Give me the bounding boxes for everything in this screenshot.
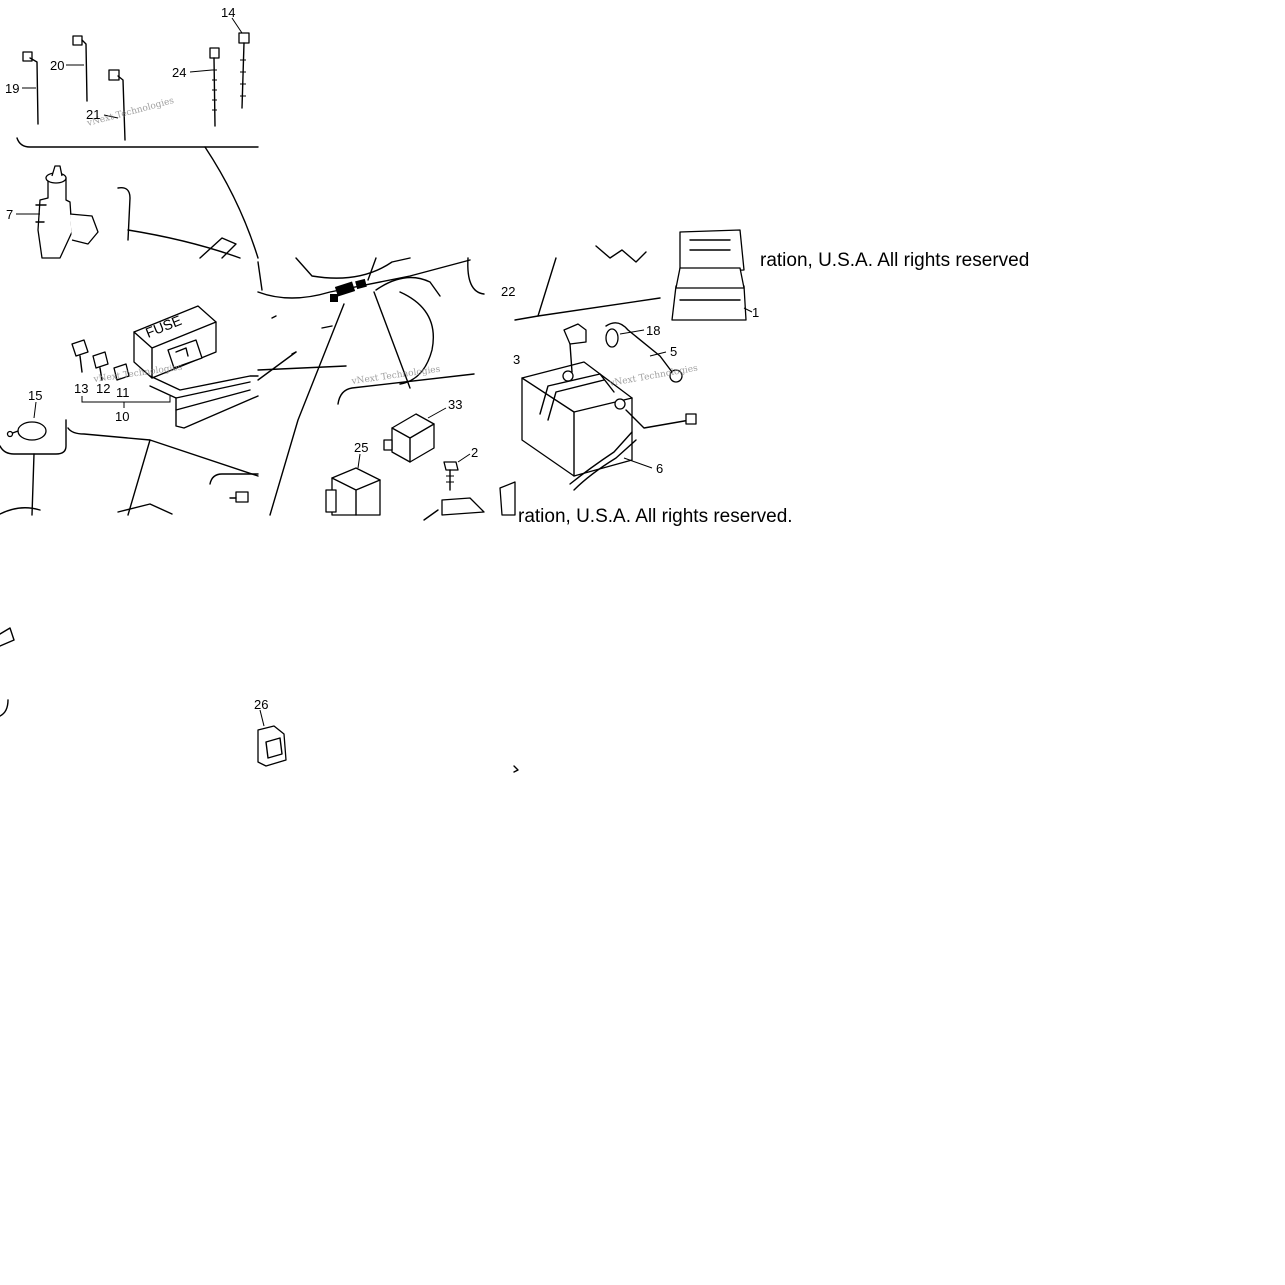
cable-6[interactable] bbox=[569, 409, 697, 491]
grommet-15[interactable] bbox=[6, 421, 47, 441]
fuse-box[interactable] bbox=[133, 305, 217, 379]
watermark-battery: vNext Technologies bbox=[608, 364, 699, 390]
cable-tie-19[interactable] bbox=[22, 51, 39, 125]
tile-lower-center bbox=[257, 709, 519, 773]
callout-18: 18 bbox=[646, 323, 660, 338]
fuse-11[interactable] bbox=[113, 363, 130, 381]
cable-tie-20[interactable] bbox=[72, 35, 88, 102]
callout-21: 21 bbox=[86, 107, 100, 122]
callout-11: 11 bbox=[116, 385, 130, 400]
callout-22: 22 bbox=[501, 284, 515, 299]
tile-fuse-box: vNext Technologies vNext Technologies bbox=[0, 96, 259, 516]
starter-relay-1[interactable] bbox=[671, 267, 747, 321]
callout-1: 1 bbox=[752, 305, 759, 320]
callout-15: 15 bbox=[28, 388, 42, 403]
callout-12: 12 bbox=[96, 381, 110, 396]
callout-7: 7 bbox=[6, 207, 13, 222]
callout-20: 20 bbox=[50, 58, 64, 73]
cable-5[interactable] bbox=[605, 322, 683, 383]
tile-lower-left bbox=[0, 627, 15, 717]
copyright-bottom: ration, U.S.A. All rights reserved. bbox=[518, 506, 793, 527]
ignition-switch-7[interactable] bbox=[35, 165, 99, 259]
callout-2: 2 bbox=[471, 445, 478, 460]
callout-19: 19 bbox=[5, 81, 19, 96]
relay-25[interactable] bbox=[325, 467, 381, 516]
callout-3: 3 bbox=[513, 352, 520, 367]
tile-relay-top bbox=[595, 229, 745, 273]
callout-5: 5 bbox=[670, 344, 677, 359]
callout-25: 25 bbox=[354, 440, 368, 455]
callout-labels: 19 20 21 14 24 7 13 12 11 10 15 33 25 2 … bbox=[5, 5, 759, 712]
callout-24: 24 bbox=[172, 65, 186, 80]
callout-14: 14 bbox=[221, 5, 235, 20]
callout-6: 6 bbox=[656, 461, 663, 476]
watermark-frame: vNext Technologies bbox=[350, 365, 441, 388]
tile-frame: vNext Technologies bbox=[257, 257, 516, 521]
fuse-12[interactable] bbox=[92, 351, 109, 381]
fuse-13[interactable] bbox=[71, 339, 89, 373]
cable-tie-21[interactable] bbox=[108, 69, 126, 141]
battery-3[interactable] bbox=[521, 361, 633, 477]
relay-26[interactable] bbox=[257, 725, 287, 767]
bolt-2[interactable] bbox=[443, 461, 459, 491]
cable-tie-24[interactable] bbox=[209, 47, 220, 127]
connector-small[interactable] bbox=[229, 491, 249, 503]
callout-33: 33 bbox=[448, 397, 462, 412]
relay-33[interactable] bbox=[383, 413, 435, 463]
tile-battery: vNext Technologies bbox=[514, 257, 699, 491]
callout-13: 13 bbox=[74, 381, 88, 396]
callout-26: 26 bbox=[254, 697, 268, 712]
callout-10: 10 bbox=[115, 409, 129, 424]
tile-cable-ties bbox=[16, 17, 259, 259]
copyright-top: ration, U.S.A. All rights reserved bbox=[760, 250, 1029, 271]
cable-tie-14[interactable] bbox=[238, 32, 250, 109]
